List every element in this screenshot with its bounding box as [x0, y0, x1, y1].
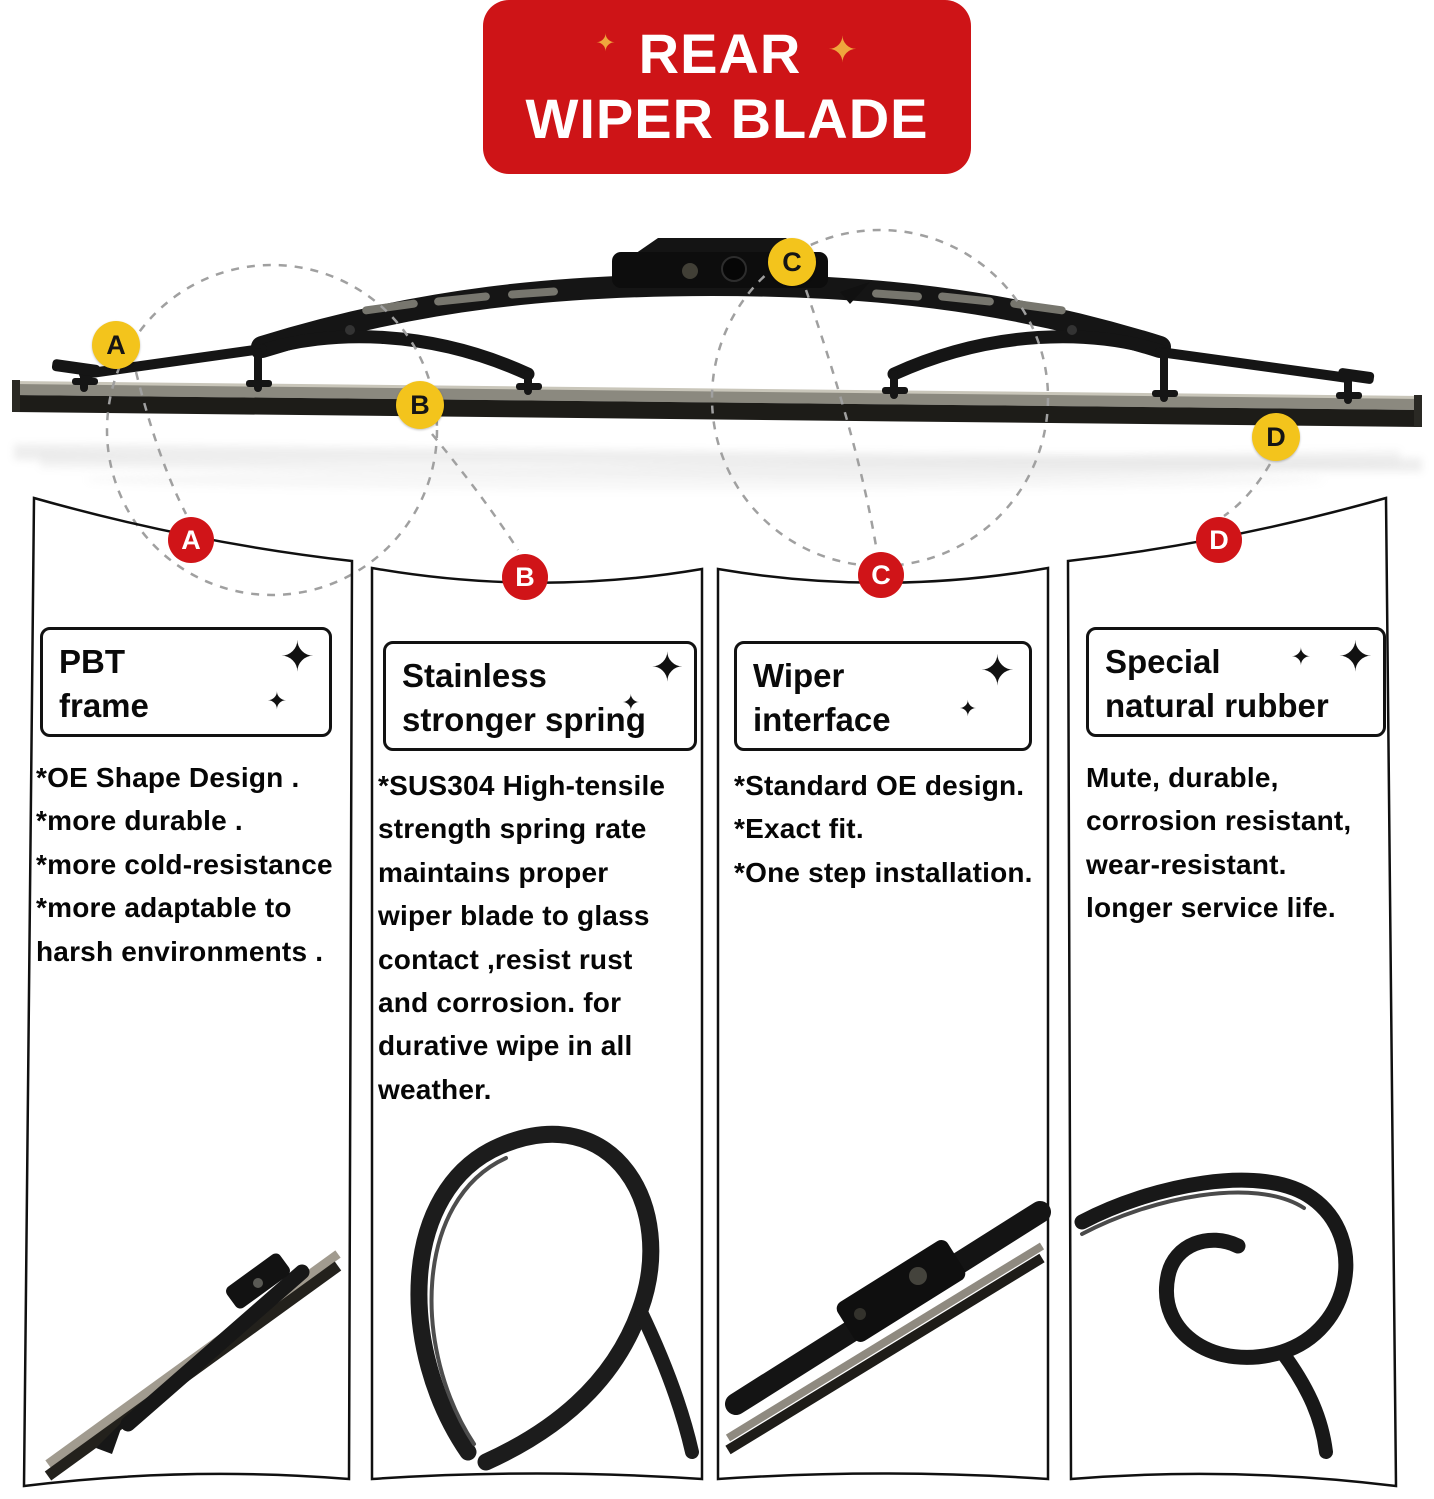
- frame-vents: [362, 287, 1066, 315]
- panel-b-photo: [410, 1125, 699, 1471]
- panel-b-title-box: Stainless stronger spring ✦ ✦: [383, 641, 697, 751]
- panel-d-description: Mute, durable, corrosion resistant, wear…: [1086, 762, 1352, 924]
- guide-line-a: [134, 371, 188, 515]
- sparkle-icon: ✦: [279, 633, 315, 680]
- panel-b-badge: B: [502, 554, 548, 600]
- blade-frame: [79, 273, 1353, 404]
- dashed-circle-left: [105, 263, 439, 597]
- panel-b-title: Stainless stronger spring: [402, 657, 646, 738]
- panel-b-description: *SUS304 High-tensile strength spring rat…: [378, 770, 666, 1105]
- sparkle-icon: ✦: [266, 688, 287, 715]
- panel-a-title-box: PBT frame ✦ ✦: [40, 627, 332, 737]
- guide-line-d: [1223, 463, 1272, 518]
- banner-title-rear: REAR: [638, 22, 802, 86]
- panel-d-photo: [1074, 1172, 1354, 1459]
- sparkle-icon: ✦: [650, 646, 684, 690]
- photo-callout-d: D: [1252, 413, 1300, 461]
- sparkle-icon: ✦: [621, 690, 640, 715]
- panel-d-badge: D: [1196, 517, 1242, 563]
- panel-a-badge: A: [168, 517, 214, 563]
- frame-claws: [51, 359, 1375, 399]
- sparkle-icon: ✦: [958, 696, 977, 721]
- photo-callout-a: A: [92, 321, 140, 369]
- panel-borders: [22, 496, 1398, 1488]
- panel-a-title: PBT frame: [59, 643, 149, 724]
- guide-line-b: [431, 433, 520, 551]
- sparkle-icon: ✦: [595, 30, 617, 58]
- photo-callout-b: B: [396, 381, 444, 429]
- panel-c-photo: [725, 1201, 1051, 1455]
- panel-c-title: Wiper interface: [753, 657, 891, 738]
- panel-a-border: [22, 496, 354, 1488]
- panel-b-border: [370, 566, 704, 1481]
- panel-a-description: *OE Shape Design . *more durable . *more…: [36, 762, 333, 967]
- panel-c-badge: C: [858, 552, 904, 598]
- panel-d-title: Special natural rubber: [1105, 643, 1329, 724]
- panel-c-description: *Standard OE design. *Exact fit. *One st…: [734, 770, 1033, 888]
- sparkle-icon: ✦: [1337, 633, 1373, 680]
- sparkle-icon: ✦: [979, 647, 1015, 694]
- panel-a-photo: [44, 1250, 342, 1481]
- sparkle-icon: ✦: [1290, 644, 1311, 671]
- panel-d-title-box: Special natural rubber ✦ ✦: [1086, 627, 1386, 737]
- blade-strip: [12, 380, 1422, 427]
- panel-c-border: [716, 566, 1050, 1481]
- panel-c-title-box: Wiper interface ✦ ✦: [734, 641, 1032, 751]
- banner-title-wiper-blade: WIPER BLADE: [525, 87, 929, 150]
- photo-callout-c: C: [768, 238, 816, 286]
- guide-line-c: [804, 289, 878, 547]
- title-banner: ✦ REAR ✦ WIPER BLADE: [483, 0, 971, 174]
- sparkle-icon: ✦: [827, 29, 859, 71]
- blade-reflection: [14, 444, 1422, 490]
- panel-d-border: [1066, 496, 1398, 1488]
- banner-line-1: ✦ REAR ✦: [596, 23, 859, 86]
